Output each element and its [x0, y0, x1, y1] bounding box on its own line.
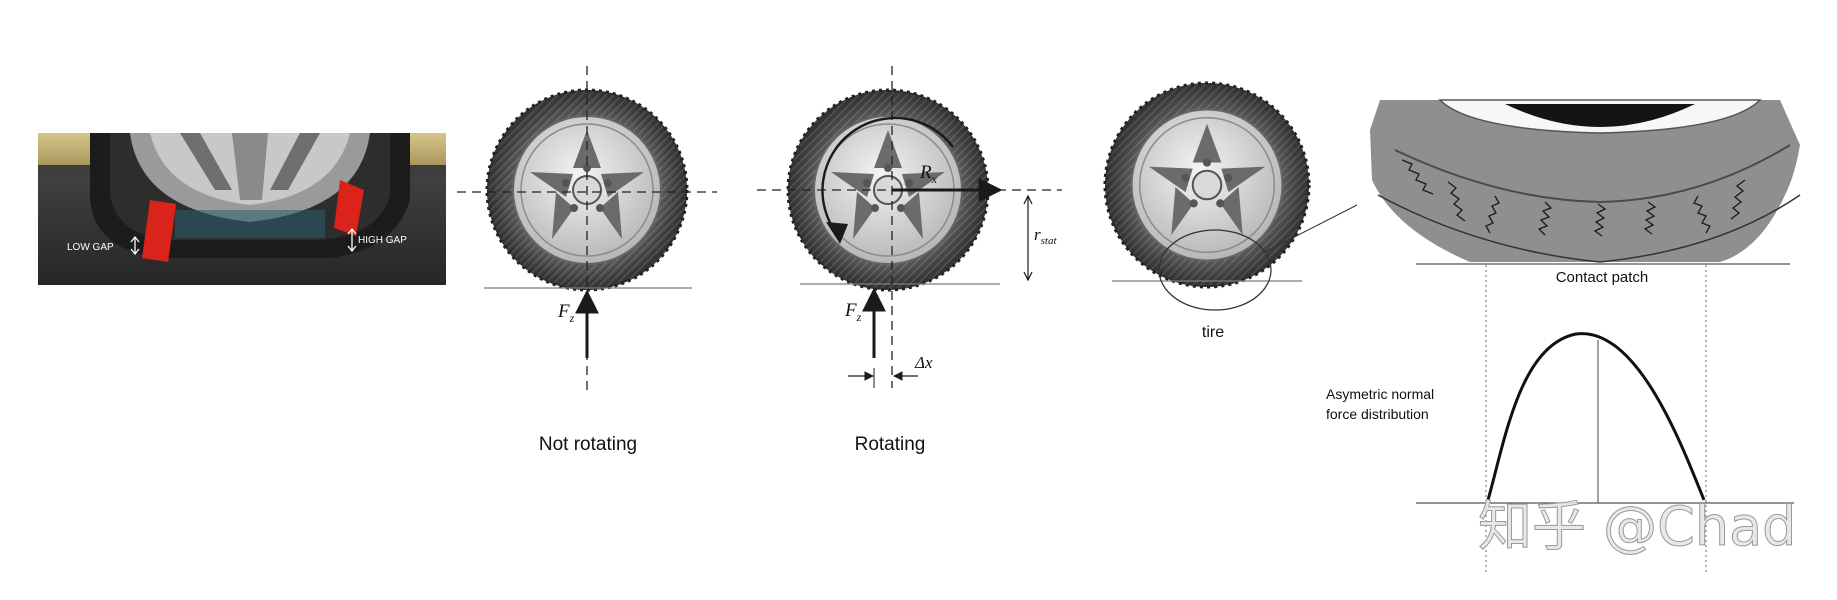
high-gap-strap	[334, 180, 364, 236]
high-gap-label: HIGH GAP	[358, 235, 407, 246]
panel-tire: tire	[1103, 81, 1358, 341]
spring-row	[1401, 159, 1746, 237]
low-gap-arrow-icon	[130, 235, 140, 256]
caption-rotating: Rotating	[855, 434, 926, 455]
fz-label: Fz	[557, 301, 575, 325]
rstat-label: rstat	[1034, 225, 1057, 247]
caption-tire: tire	[1202, 324, 1224, 341]
fz-label: Fz	[844, 300, 862, 324]
contact-zone-circle	[1158, 229, 1272, 311]
rx-label: Rx	[919, 162, 938, 186]
dx-label: Δx	[914, 353, 933, 372]
tire-photo: LOW GAP HIGH GAP	[38, 133, 446, 285]
spring	[1447, 181, 1466, 222]
rotation-arc	[821, 116, 954, 235]
tire-section	[1370, 100, 1800, 262]
low-gap-strap	[142, 200, 176, 262]
distribution-label-line2: force distribution	[1326, 406, 1429, 422]
watermark: 知乎 @Chad	[1478, 495, 1796, 558]
belt-line	[1394, 144, 1791, 204]
spring	[1593, 203, 1607, 237]
rim-hole	[1505, 104, 1695, 127]
spring	[1693, 195, 1711, 234]
rstat-arrowheads-icon	[1023, 194, 1033, 282]
spring	[1401, 159, 1434, 195]
wheel-tire	[1103, 81, 1311, 289]
force-distribution-curve	[1486, 332, 1706, 501]
contact-patch-label: Contact patch	[1556, 269, 1649, 286]
caption-not-rotating: Not rotating	[539, 434, 637, 455]
tread-line	[1377, 194, 1801, 263]
panel-rotating: Rx rstat Fz Δx Rotating	[757, 66, 1062, 455]
panel-contact-patch: Contact patch Asymetric normal force dis…	[1326, 99, 1801, 575]
panel-not-rotating: Fz Not rotating	[457, 66, 717, 455]
high-gap-arrow-icon	[347, 227, 357, 253]
rotation-arrowhead-icon	[826, 222, 848, 244]
spring	[1485, 195, 1500, 234]
distribution-label-line1: Asymetric normal	[1326, 386, 1434, 402]
spring	[1643, 201, 1657, 235]
zoom-leader-line	[1264, 204, 1358, 253]
spring	[1730, 179, 1746, 220]
spring	[1537, 201, 1553, 236]
low-gap-label: LOW GAP	[67, 242, 114, 253]
